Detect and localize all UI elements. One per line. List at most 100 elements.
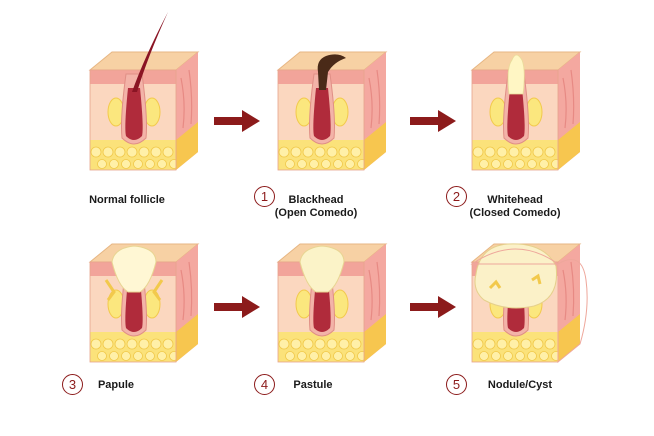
- fat-cell: [297, 351, 307, 361]
- fat-cell: [314, 146, 326, 158]
- skin-side-fat: [558, 314, 580, 362]
- stage-label: Nodule/Cyst: [487, 379, 553, 391]
- fat-cell: [290, 338, 302, 350]
- fat-cell: [491, 351, 501, 361]
- fat-cell: [503, 159, 513, 169]
- stage-blackhead: [268, 48, 408, 178]
- fat-cell: [496, 146, 508, 158]
- fat-cell: [126, 338, 138, 350]
- fat-cell: [309, 351, 319, 361]
- side-vessel: [562, 69, 575, 129]
- caption-blackhead: Blackhead (Open Comedo): [264, 194, 368, 220]
- skin-cross-section: [276, 51, 388, 171]
- fat-cell: [309, 159, 319, 169]
- fat-cell: [278, 338, 290, 350]
- fat-cell: [345, 351, 355, 361]
- fat-cell: [527, 351, 537, 361]
- fat-cell: [138, 146, 150, 158]
- fat-cell: [121, 351, 131, 361]
- fat-cell: [326, 338, 338, 350]
- fat-cell: [114, 146, 126, 158]
- skin-cross-section: [88, 243, 200, 363]
- fat-cell: [479, 351, 489, 361]
- follicle-root: [125, 88, 143, 140]
- fat-cell: [302, 338, 314, 350]
- fat-cell: [496, 338, 508, 350]
- fat-cell: [532, 146, 544, 158]
- arrow-right-icon: [410, 296, 456, 318]
- follicle-root: [507, 88, 525, 140]
- fat-cell: [278, 146, 290, 158]
- fat-cell: [314, 338, 326, 350]
- fat-cell: [138, 338, 150, 350]
- fat-cell: [109, 351, 119, 361]
- fat-cell: [484, 338, 496, 350]
- fat-cell: [302, 146, 314, 158]
- hair-shaft: [132, 12, 168, 92]
- fat-cell: [345, 159, 355, 169]
- stage-pastule: [268, 240, 408, 370]
- inflamed-lesion: [299, 245, 345, 293]
- fat-cell: [539, 159, 549, 169]
- cyst-debris: [488, 273, 542, 290]
- arrow-right-icon: [214, 110, 260, 132]
- fat-cell: [157, 351, 167, 361]
- skin-side-fat: [364, 122, 386, 170]
- fat-cell: [114, 338, 126, 350]
- fat-cell: [145, 351, 155, 361]
- fat-cell: [544, 338, 556, 350]
- stage-papule: [80, 240, 220, 370]
- skin-side-fat: [176, 122, 198, 170]
- blackhead-plug: [317, 54, 346, 90]
- stage-label: Whitehead: [487, 194, 543, 206]
- caption-papule: Papule: [96, 379, 136, 392]
- fat-cell: [515, 351, 525, 361]
- fat-cell: [102, 338, 114, 350]
- fat-cell: [109, 159, 119, 169]
- fat-cell: [527, 159, 537, 169]
- fat-cell: [484, 146, 496, 158]
- caption-pastule: Pastule: [290, 379, 336, 392]
- fat-cell: [150, 338, 162, 350]
- cyst-mass: [474, 243, 558, 309]
- fat-cell: [326, 146, 338, 158]
- side-vessel: [180, 69, 193, 129]
- fat-cell: [520, 146, 532, 158]
- stage-label: Normal follicle: [89, 194, 165, 206]
- fat-cell: [333, 159, 343, 169]
- skin-cross-section: [276, 243, 388, 363]
- fat-cell: [297, 159, 307, 169]
- fat-cell: [321, 351, 331, 361]
- fat-cell: [102, 146, 114, 158]
- fat-cell: [520, 338, 532, 350]
- fat-cell: [508, 338, 520, 350]
- stage-normal-follicle: [80, 12, 220, 178]
- follicle-root: [313, 88, 331, 140]
- fat-cell: [532, 338, 544, 350]
- stage-label: Blackhead: [288, 194, 344, 206]
- fat-cell: [126, 146, 138, 158]
- fat-cell: [133, 351, 143, 361]
- fat-cell: [150, 146, 162, 158]
- fat-cell: [133, 159, 143, 169]
- skin-side-fat: [558, 122, 580, 170]
- fat-cell: [97, 351, 107, 361]
- stage-sublabel: (Closed Comedo): [469, 207, 561, 219]
- caption-normal-follicle: Normal follicle: [82, 194, 172, 207]
- inflamed-lesion: [111, 245, 157, 293]
- fat-cell: [350, 338, 362, 350]
- stage-number-badge: 2: [446, 186, 467, 207]
- stage-number-badge: 1: [254, 186, 275, 207]
- fat-cell: [145, 159, 155, 169]
- fat-cell: [503, 351, 513, 361]
- side-vessel: [368, 69, 381, 129]
- fat-cell: [333, 351, 343, 361]
- skin-cross-section: [88, 12, 200, 171]
- caption-whitehead: Whitehead (Closed Comedo): [460, 194, 570, 220]
- whitehead-plug: [507, 54, 525, 95]
- skin-bulge: [470, 248, 588, 364]
- follicle-root: [313, 280, 331, 332]
- fat-cell: [508, 146, 520, 158]
- fat-cell: [285, 351, 295, 361]
- rupture-spill: [104, 279, 164, 301]
